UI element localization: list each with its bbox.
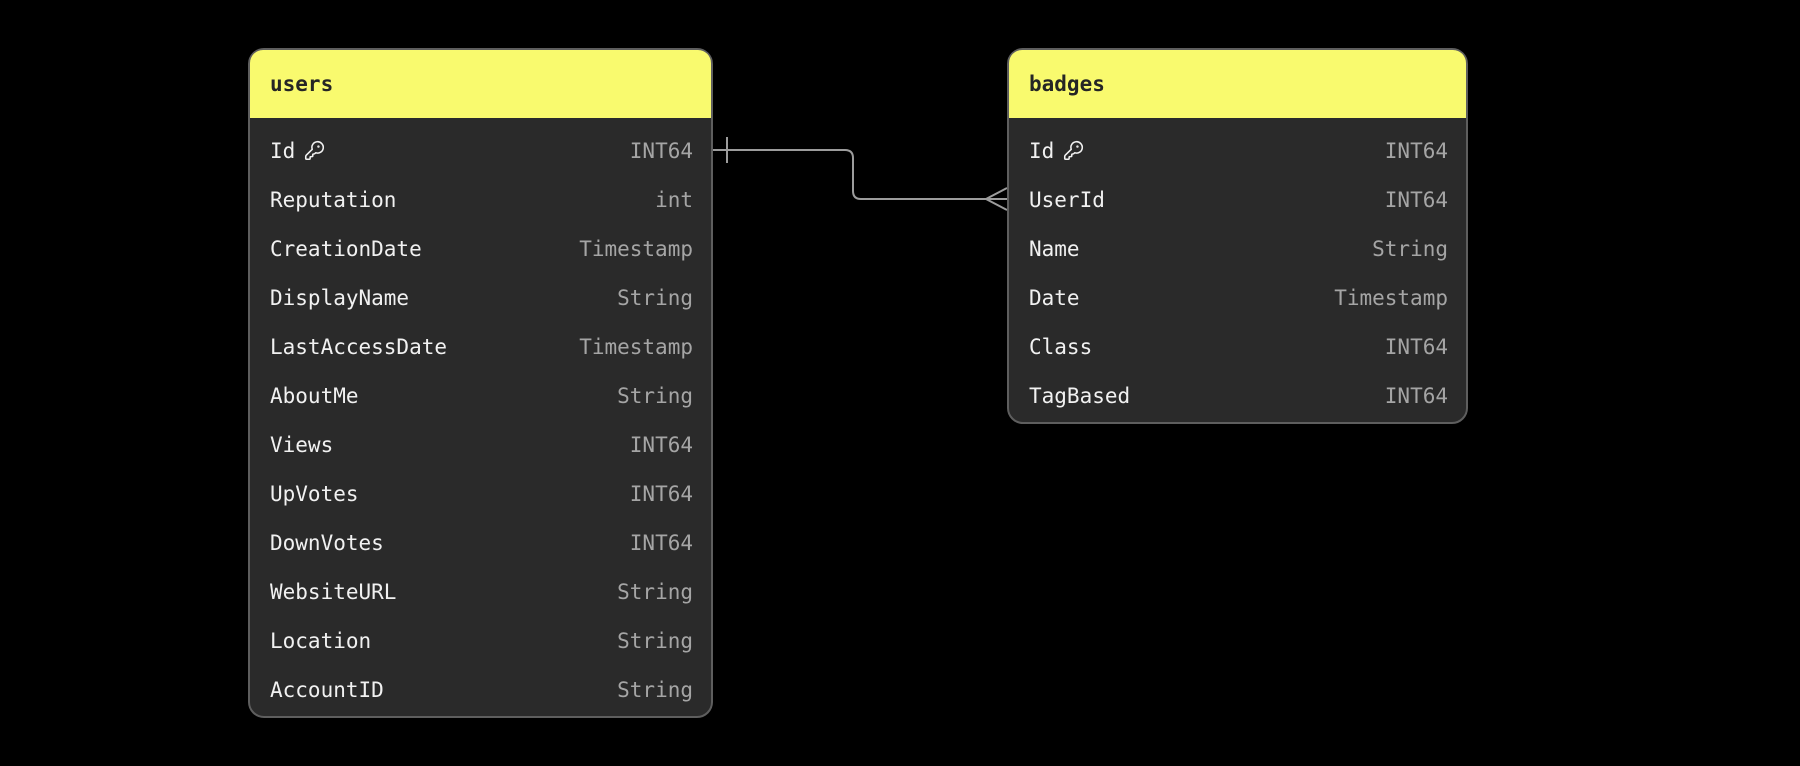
field-label-group: CreationDate (270, 237, 422, 261)
field-label-group: DisplayName (270, 286, 409, 310)
field-type: String (617, 383, 693, 408)
table-badges-body: Id INT64 UserId INT64 Name String Date T… (1009, 118, 1466, 422)
field-row[interactable]: Reputation int (250, 175, 711, 224)
field-type: String (617, 628, 693, 653)
field-label-group: Date (1029, 286, 1080, 310)
primary-key-icon (304, 140, 325, 161)
table-users[interactable]: users Id INT64 Reputation int CreationDa… (248, 48, 713, 718)
table-users-header[interactable]: users (250, 50, 711, 118)
field-label-group: LastAccessDate (270, 335, 447, 359)
field-label-group: Id (270, 139, 325, 163)
field-label-group: Name (1029, 237, 1080, 261)
field-row[interactable]: Name String (1009, 224, 1466, 273)
primary-key-icon (1063, 140, 1084, 161)
field-row[interactable]: Date Timestamp (1009, 273, 1466, 322)
field-type: int (655, 187, 693, 212)
field-type: INT64 (629, 481, 693, 506)
field-name: Id (1029, 138, 1055, 163)
field-type: Timestamp (579, 236, 693, 261)
field-name: AccountID (270, 677, 384, 702)
field-type: INT64 (1384, 138, 1448, 163)
field-name: WebsiteURL (270, 579, 397, 604)
field-name: Class (1029, 334, 1093, 359)
field-name: Views (270, 432, 334, 457)
field-type: INT64 (629, 432, 693, 457)
field-row[interactable]: Id INT64 (250, 126, 711, 175)
field-name: LastAccessDate (270, 334, 448, 359)
field-row[interactable]: Id INT64 (1009, 126, 1466, 175)
field-row[interactable]: CreationDate Timestamp (250, 224, 711, 273)
relationship-path[interactable] (713, 149, 1007, 200)
field-name: AboutMe (270, 383, 359, 408)
field-row[interactable]: Views INT64 (250, 420, 711, 469)
field-type: Timestamp (579, 334, 693, 359)
relationship-users-badges[interactable] (713, 137, 1008, 211)
field-label-group: UserId (1029, 188, 1105, 212)
field-row[interactable]: LastAccessDate Timestamp (250, 322, 711, 371)
field-label-group: DownVotes (270, 531, 384, 555)
field-label-group: UpVotes (270, 482, 359, 506)
field-row[interactable]: UpVotes INT64 (250, 469, 711, 518)
field-row[interactable]: UserId INT64 (1009, 175, 1466, 224)
field-name: DownVotes (270, 530, 384, 555)
field-name: Location (270, 628, 372, 653)
field-type: String (1372, 236, 1448, 261)
field-name: CreationDate (270, 236, 422, 261)
field-row[interactable]: AccountID String (250, 665, 711, 714)
table-badges-header[interactable]: badges (1009, 50, 1466, 118)
field-label-group: TagBased (1029, 384, 1130, 408)
field-name: Id (270, 138, 296, 163)
field-type: String (617, 285, 693, 310)
field-row[interactable]: TagBased INT64 (1009, 371, 1466, 420)
table-users-body: Id INT64 Reputation int CreationDate Tim… (250, 118, 711, 716)
field-row[interactable]: Class INT64 (1009, 322, 1466, 371)
field-label-group: AccountID (270, 678, 384, 702)
field-label-group: AboutMe (270, 384, 359, 408)
field-name: Date (1029, 285, 1080, 310)
table-badges[interactable]: badges Id INT64 UserId INT64 Name String… (1007, 48, 1468, 424)
field-label-group: WebsiteURL (270, 580, 396, 604)
field-type: INT64 (629, 138, 693, 163)
field-type: INT64 (1384, 383, 1448, 408)
field-row[interactable]: WebsiteURL String (250, 567, 711, 616)
field-row[interactable]: Location String (250, 616, 711, 665)
table-title: badges (1029, 72, 1105, 96)
field-label-group: Reputation (270, 188, 396, 212)
field-type: Timestamp (1334, 285, 1448, 310)
field-type: INT64 (1384, 334, 1448, 359)
field-type: String (617, 677, 693, 702)
field-type: String (617, 579, 693, 604)
field-name: Reputation (270, 187, 397, 212)
field-name: Name (1029, 236, 1080, 261)
field-name: TagBased (1029, 383, 1131, 408)
field-name: DisplayName (270, 285, 410, 310)
field-label-group: Location (270, 629, 371, 653)
field-row[interactable]: DownVotes INT64 (250, 518, 711, 567)
table-title: users (270, 72, 334, 96)
field-label-group: Id (1029, 139, 1084, 163)
field-label-group: Views (270, 433, 333, 457)
field-name: UserId (1029, 187, 1105, 212)
field-row[interactable]: DisplayName String (250, 273, 711, 322)
field-type: INT64 (1384, 187, 1448, 212)
field-type: INT64 (629, 530, 693, 555)
many-cardinality-marker (985, 187, 1008, 211)
field-row[interactable]: AboutMe String (250, 371, 711, 420)
field-name: UpVotes (270, 481, 359, 506)
field-label-group: Class (1029, 335, 1092, 359)
